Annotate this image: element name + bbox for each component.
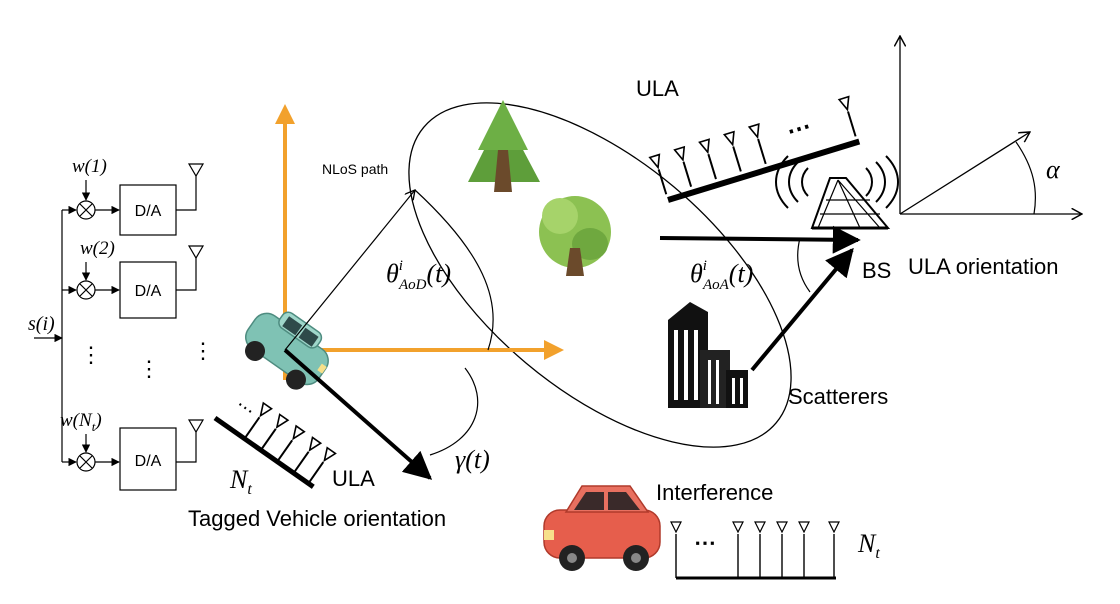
branch-1: w(1) D/A — [62, 156, 204, 236]
interference-label: Interference — [656, 480, 773, 505]
dac-label-1: D/A — [135, 203, 162, 220]
alpha-arc — [1015, 141, 1037, 215]
tagged-vehicle-car-icon — [245, 311, 329, 390]
bs-ula: ⋯ — [648, 95, 862, 203]
aoa-sup: i — [703, 258, 707, 274]
bs-ula-dots: ⋯ — [784, 113, 815, 146]
svg-text:Nt: Nt — [229, 465, 252, 498]
dots-2: ⋮ — [138, 356, 160, 381]
weight-1-label: w(1) — [72, 156, 107, 177]
bs-label: BS — [862, 258, 891, 283]
aoa-t: (t) — [729, 259, 754, 288]
tree-icon — [539, 196, 611, 276]
dots-3: ⋮ — [192, 338, 214, 363]
antenna-icon — [188, 245, 204, 267]
nt-right-n: N — [857, 529, 877, 558]
dac-box-1 — [119, 184, 177, 236]
interference-car-icon — [543, 485, 661, 571]
interference-ula: ⋯ — [670, 521, 840, 580]
aod-arc — [414, 189, 494, 351]
ula-orientation-label: ULA orientation — [908, 254, 1058, 279]
aoa-theta: θ — [690, 259, 703, 288]
aoa-arc — [797, 237, 811, 293]
nt-left-n: N — [229, 465, 249, 494]
interference-ula-dots: ⋯ — [694, 530, 716, 555]
dac-box-nt — [119, 427, 177, 491]
scattered-path-arrow — [750, 247, 854, 372]
bs-reference-line — [659, 225, 861, 254]
aod-theta: θ — [386, 259, 399, 288]
vehicle-ula-label: ULA — [332, 466, 375, 491]
aod-sup: i — [399, 258, 403, 274]
branch-2: w(2) D/A — [62, 238, 204, 319]
tree-icon — [468, 100, 540, 192]
nt-right-t: t — [875, 545, 880, 562]
aod-sub: AoD — [398, 277, 427, 293]
building-icon — [668, 302, 748, 408]
antenna-icon — [188, 419, 204, 441]
bs-ula-label: ULA — [636, 76, 679, 101]
scattering-region-ellipse — [408, 102, 792, 448]
antenna-icon — [188, 163, 204, 185]
dac-label-nt: D/A — [135, 453, 162, 470]
svg-text:w(Nt): w(Nt) — [60, 410, 102, 434]
svg-text:Nt: Nt — [857, 529, 880, 562]
alpha-label: α — [1046, 155, 1061, 184]
aod-t: (t) — [426, 259, 451, 288]
nlos-path-label: NLoS path — [322, 161, 388, 177]
nlos-path-line — [284, 190, 415, 351]
weight-nt-sub: t — [92, 419, 96, 434]
dac-label-2: D/A — [135, 283, 162, 300]
gamma-arc — [429, 367, 479, 456]
base-station-icon — [775, 155, 899, 230]
dots-1: ⋮ — [80, 342, 102, 367]
branch-nt: w(Nt) D/A — [60, 410, 204, 491]
ula-orientation-axes — [900, 36, 1082, 214]
scatterers-label: Scatterers — [788, 384, 888, 409]
tagged-vehicle-orientation-label: Tagged Vehicle orientation — [188, 506, 446, 531]
aoa-sub: AoA — [702, 277, 730, 293]
vehicle-orientation-arrow — [283, 348, 433, 480]
weight-nt-label: w(N — [60, 410, 93, 431]
input-signal-label: s(i) — [28, 313, 55, 335]
weight-2-label: w(2) — [80, 238, 115, 259]
gamma-label: γ(t) — [455, 445, 490, 474]
nt-left-t: t — [247, 481, 252, 498]
weight-nt-close: ) — [94, 410, 101, 431]
beamformer-block: s(i) w(1) D/A w(2) D/A — [28, 156, 214, 491]
vehicle-ula-dots: ⋯ — [232, 394, 258, 421]
